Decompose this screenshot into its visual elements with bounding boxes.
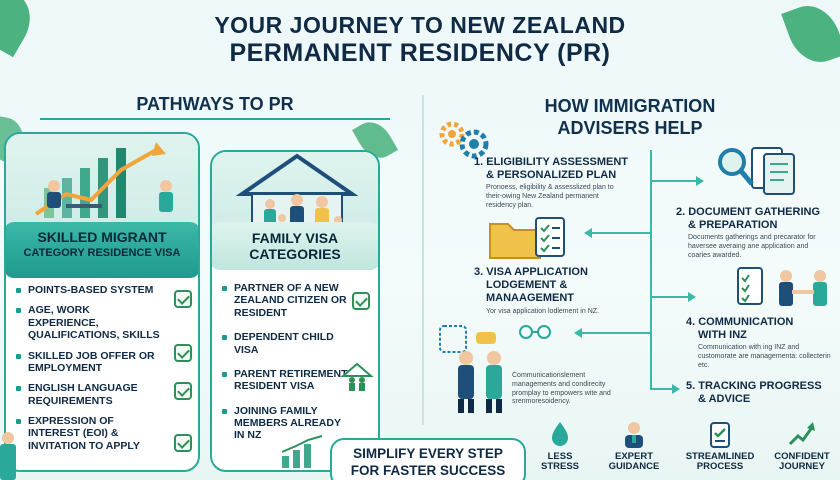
adviser-icon [625, 422, 643, 448]
flow-arrow [672, 384, 680, 394]
flow-line [650, 296, 690, 298]
simplify-banner: SIMPLIFY EVERY STEP FOR FASTER SUCCESS [330, 438, 526, 480]
checkbox-icon [174, 434, 192, 452]
step-2-title: 2. DOCUMENT GATHERING & PREPARATION [676, 206, 821, 231]
skilled-migrant-list: POINTS-BASED SYSTEM AGE, WORK EXPERIENCE… [16, 284, 162, 460]
flow-line [650, 150, 652, 390]
growth-chart-icon [281, 435, 323, 468]
step-3-title: 3. VISA APPLICATION LODGEMENT & MANAAGEM… [474, 266, 588, 304]
benefit-streamlined-process: STREAMLINED PROCESS [680, 420, 760, 473]
title-line-1: YOUR JOURNEY TO NEW ZEALAND [214, 12, 626, 38]
section-divider [422, 95, 424, 425]
checkbox-icon [174, 290, 192, 308]
list-item: SKILLED JOB OFFER OR EMPLOYMENT [16, 350, 162, 375]
list-item: ENGLISH LANGUAGE REQUIREMENTS [16, 382, 162, 407]
pathways-heading: PATHWAYS TO PR [136, 94, 294, 114]
title-line-2: PERMANENT RESIDENCY (PR) [229, 39, 611, 68]
skilled-migrant-card: SKILLED MIGRANT CATEGORY RESIDENCE VISA … [4, 132, 200, 472]
list-item: JOINING FAMILY MEMBERS ALREADY IN NZ [222, 405, 348, 442]
flow-arrow [688, 292, 696, 302]
family-visa-subtitle: CATEGORIES [249, 246, 341, 262]
advisers-heading: HOW IMMIGRATION ADVISERS HELP [544, 96, 716, 138]
folder-checklist-icon [489, 217, 565, 259]
flow-line [650, 388, 674, 390]
clipboard-icon [710, 422, 730, 448]
step-5-title: 5. TRACKING PROGRESS & ADVICE [686, 380, 822, 405]
growth-arrow-icon [788, 422, 815, 446]
step-1-description: Pronoess, eligibility & assesslized plan… [486, 184, 614, 209]
heading-underline [40, 118, 390, 120]
benefit-expert-guidance: EXPERT GUIDANCE [594, 420, 674, 473]
gear-icon [439, 121, 489, 159]
list-item: POINTS-BASED SYSTEM [16, 284, 162, 296]
skilled-migrant-banner: SKILLED MIGRANT CATEGORY RESIDENCE VISA [6, 222, 198, 278]
page-title: YOUR JOURNEY TO NEW ZEALAND PERMANENT RE… [0, 12, 840, 69]
step-1-title: 1. ELIGIBILITY ASSESSMENT & PERSONALIZED… [474, 156, 629, 181]
family-visa-title: FAMILY VISA [251, 230, 339, 246]
checkbox-icon [174, 344, 192, 362]
list-item: PARTNER OF A NEW ZEALAND CITIZEN OR RESI… [222, 282, 348, 319]
checkbox-icon [352, 292, 370, 310]
benefit-confident-journey: CONFIDENT JOURNEY [762, 420, 840, 473]
checkbox-icon [174, 382, 192, 400]
step-4-title: 4. COMMUNICATION WITH INZ [686, 316, 794, 341]
family-visa-list: PARTNER OF A NEW ZEALAND CITIZEN OR RESI… [222, 282, 348, 450]
magnifier-documents-icon [718, 147, 795, 195]
step-2-description: Documents gatherings and precarator for … [688, 234, 816, 259]
droplet-icon [552, 422, 568, 446]
list-item: DEPENDENT CHILD VISA [222, 331, 348, 356]
skilled-migrant-subtitle: CATEGORY RESIDENCE VISA [23, 247, 181, 259]
checklist-handshake-icon [737, 267, 827, 306]
list-item: AGE, WORK EXPERIENCE, QUALIFICATIONS, SK… [16, 304, 162, 341]
person-illustration [0, 432, 16, 480]
career-growth-illustration [34, 142, 173, 218]
flow-line [580, 332, 650, 334]
skilled-migrant-title: SKILLED MIGRANT [37, 229, 167, 245]
family-visa-card: FAMILY VISA CATEGORIES PARTNER OF A NEW … [210, 150, 380, 472]
flow-line [590, 232, 650, 234]
flow-line [650, 180, 698, 182]
benefit-less-stress: LESS STRESS [520, 420, 600, 473]
communication-description: Communicationslement managements and con… [512, 372, 611, 406]
flow-arrow [574, 328, 582, 338]
step-3-description: Yor visa application lodlement in NZ. [486, 308, 599, 315]
flow-arrow [584, 228, 592, 238]
list-item: EXPRESSION OF INTEREST (EOI) & INVITATIO… [16, 415, 162, 452]
family-icon [340, 362, 374, 391]
flow-arrow [696, 176, 704, 186]
communication-illustration [439, 325, 551, 413]
family-visa-banner: FAMILY VISA CATEGORIES [212, 222, 378, 270]
step-4-description: Communication with ing INZ and customora… [698, 344, 831, 369]
list-item: PARENT RETIREMENT RESIDENT VISA [222, 368, 348, 393]
